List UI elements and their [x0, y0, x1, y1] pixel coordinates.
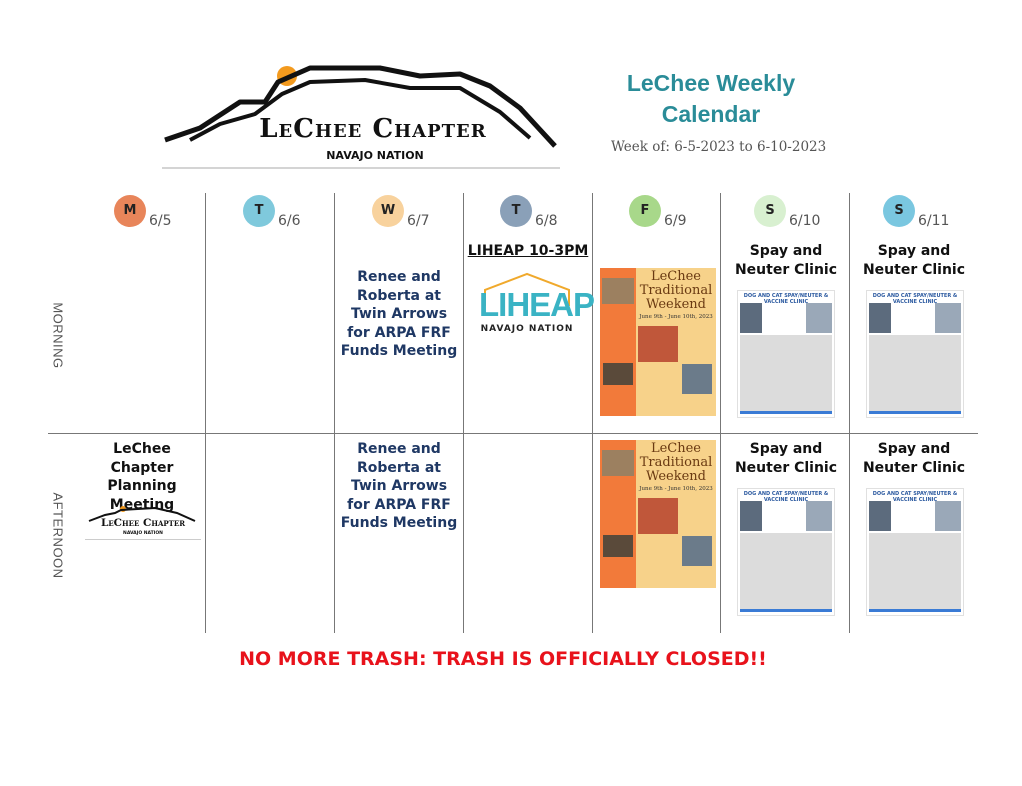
- grid-divider: [334, 193, 335, 633]
- spay-flyer-bar: [869, 411, 961, 414]
- event-sat-morning: Spay and Neuter Clinic: [734, 243, 838, 278]
- spay-flyer-photo: [806, 303, 832, 333]
- spay-flyer-body: [869, 335, 961, 411]
- grid-divider: [849, 193, 850, 633]
- spay-flyer-title: DOG AND CAT SPAY/NEUTER & VACCINE CLINIC: [743, 491, 829, 503]
- spay-clinic-flyer-sat-morning: DOG AND CAT SPAY/NEUTER & VACCINE CLINIC: [737, 290, 835, 418]
- mesa-logo-graphic: [162, 65, 560, 169]
- event-mon-afternoon: LeChee Chapter Planning Meeting: [107, 441, 177, 513]
- chapter-logo: LeChee Chapter NAVAJO NATION: [160, 62, 562, 172]
- day-circle-tue: T: [243, 195, 275, 227]
- flyer-title: LeChee Traditional Weekend: [639, 441, 713, 484]
- flyer-dates: June 9th - June 10th, 2023: [639, 314, 713, 320]
- small-logo-subtitle: NAVAJO NATION: [123, 531, 163, 536]
- spay-flyer-photo: [740, 303, 762, 333]
- event-sun-afternoon: Spay and Neuter Clinic: [862, 441, 966, 476]
- row-label-afternoon: AFTERNOON: [50, 492, 66, 579]
- spay-flyer-bar: [740, 411, 832, 414]
- spay-flyer-photo: [869, 303, 891, 333]
- day-date-sun: 6/11: [918, 213, 950, 229]
- event-wed-morning: Renee and Roberta at Twin Arrows for ARP…: [340, 269, 458, 359]
- flyer-photo: [603, 363, 633, 385]
- grid-divider: [463, 193, 464, 633]
- liheap-logo-text: LIHEAP: [479, 286, 595, 323]
- flyer-photo: [602, 450, 634, 476]
- spay-flyer-title: DOG AND CAT SPAY/NEUTER & VACCINE CLINIC: [872, 491, 958, 503]
- spay-flyer-photo: [740, 501, 762, 531]
- logo-title: LeChee Chapter: [259, 114, 487, 144]
- spay-flyer-body: [869, 533, 961, 609]
- liheap-logo-subtext: NAVAJO NATION: [480, 324, 574, 334]
- event-sun-morning: Spay and Neuter Clinic: [862, 243, 966, 278]
- flyer-photo: [602, 278, 634, 304]
- day-circle-fri: F: [629, 195, 661, 227]
- row-label-morning: MORNING: [50, 302, 66, 369]
- day-date-mon: 6/5: [149, 213, 172, 229]
- event-wed-afternoon: Renee and Roberta at Twin Arrows for ARP…: [340, 441, 458, 531]
- liheap-logo: LIHEAP NAVAJO NATION: [479, 272, 595, 338]
- event-thu-morning-title: LIHEAP 10-3PM: [467, 243, 589, 259]
- flyer-photo: [682, 536, 712, 566]
- page-title: LeChee Weekly Calendar: [626, 70, 796, 127]
- flyer-photo: [638, 498, 678, 534]
- day-circle-wed: W: [372, 195, 404, 227]
- spay-flyer-bar: [869, 609, 961, 612]
- grid-divider: [205, 193, 206, 633]
- spay-flyer-title: DOG AND CAT SPAY/NEUTER & VACCINE CLINIC: [743, 293, 829, 305]
- day-header-fri: F 6/9: [627, 193, 707, 233]
- day-circle-thu: T: [500, 195, 532, 227]
- spay-flyer-photo: [806, 501, 832, 531]
- logo-subtitle: NAVAJO NATION: [326, 149, 424, 162]
- day-circle-mon: M: [114, 195, 146, 227]
- day-header-thu: T 6/8: [498, 193, 578, 233]
- spay-flyer-bar: [740, 609, 832, 612]
- day-date-tue: 6/6: [278, 213, 301, 229]
- spay-flyer-body: [740, 533, 832, 609]
- spay-flyer-title: DOG AND CAT SPAY/NEUTER & VACCINE CLINIC: [872, 293, 958, 305]
- traditional-weekend-flyer-afternoon: LeChee Traditional Weekend June 9th - Ju…: [600, 440, 716, 588]
- week-label: Week of: 6-5-2023 to 6-10-2023: [611, 139, 827, 155]
- trash-closed-notice: NO MORE TRASH: TRASH IS OFFICIALLY CLOSE…: [239, 648, 767, 670]
- day-date-fri: 6/9: [664, 213, 687, 229]
- day-circle-sat: S: [754, 195, 786, 227]
- day-circle-sun: S: [883, 195, 915, 227]
- flyer-photo: [682, 364, 712, 394]
- small-logo-title: LeChee Chapter: [100, 517, 186, 529]
- chapter-logo-small: LeChee Chapter NAVAJO NATION: [85, 505, 201, 540]
- day-date-wed: 6/7: [407, 213, 430, 229]
- flyer-photo: [603, 535, 633, 557]
- day-header-sun: S 6/11: [881, 193, 961, 233]
- flyer-dates: June 9th - June 10th, 2023: [639, 486, 713, 492]
- event-sat-afternoon: Spay and Neuter Clinic: [734, 441, 838, 476]
- spay-clinic-flyer-sat-afternoon: DOG AND CAT SPAY/NEUTER & VACCINE CLINIC: [737, 488, 835, 616]
- flyer-photo: [638, 326, 678, 362]
- spay-clinic-flyer-sun-morning: DOG AND CAT SPAY/NEUTER & VACCINE CLINIC: [866, 290, 964, 418]
- day-header-mon: M 6/5: [112, 193, 192, 233]
- day-header-sat: S 6/10: [752, 193, 832, 233]
- spay-flyer-photo: [869, 501, 891, 531]
- mesa-logo-small-graphic: [88, 506, 196, 522]
- grid-divider: [592, 193, 593, 633]
- day-date-thu: 6/8: [535, 213, 558, 229]
- grid-divider: [720, 193, 721, 633]
- traditional-weekend-flyer-morning: LeChee Traditional Weekend June 9th - Ju…: [600, 268, 716, 416]
- flyer-title: LeChee Traditional Weekend: [639, 269, 713, 312]
- spay-flyer-photo: [935, 501, 961, 531]
- spay-flyer-photo: [935, 303, 961, 333]
- day-date-sat: 6/10: [789, 213, 821, 229]
- day-header-tue: T 6/6: [241, 193, 321, 233]
- row-divider: [48, 433, 978, 434]
- spay-flyer-body: [740, 335, 832, 411]
- spay-clinic-flyer-sun-afternoon: DOG AND CAT SPAY/NEUTER & VACCINE CLINIC: [866, 488, 964, 616]
- day-header-wed: W 6/7: [370, 193, 450, 233]
- liheap-house-icon: [484, 272, 570, 306]
